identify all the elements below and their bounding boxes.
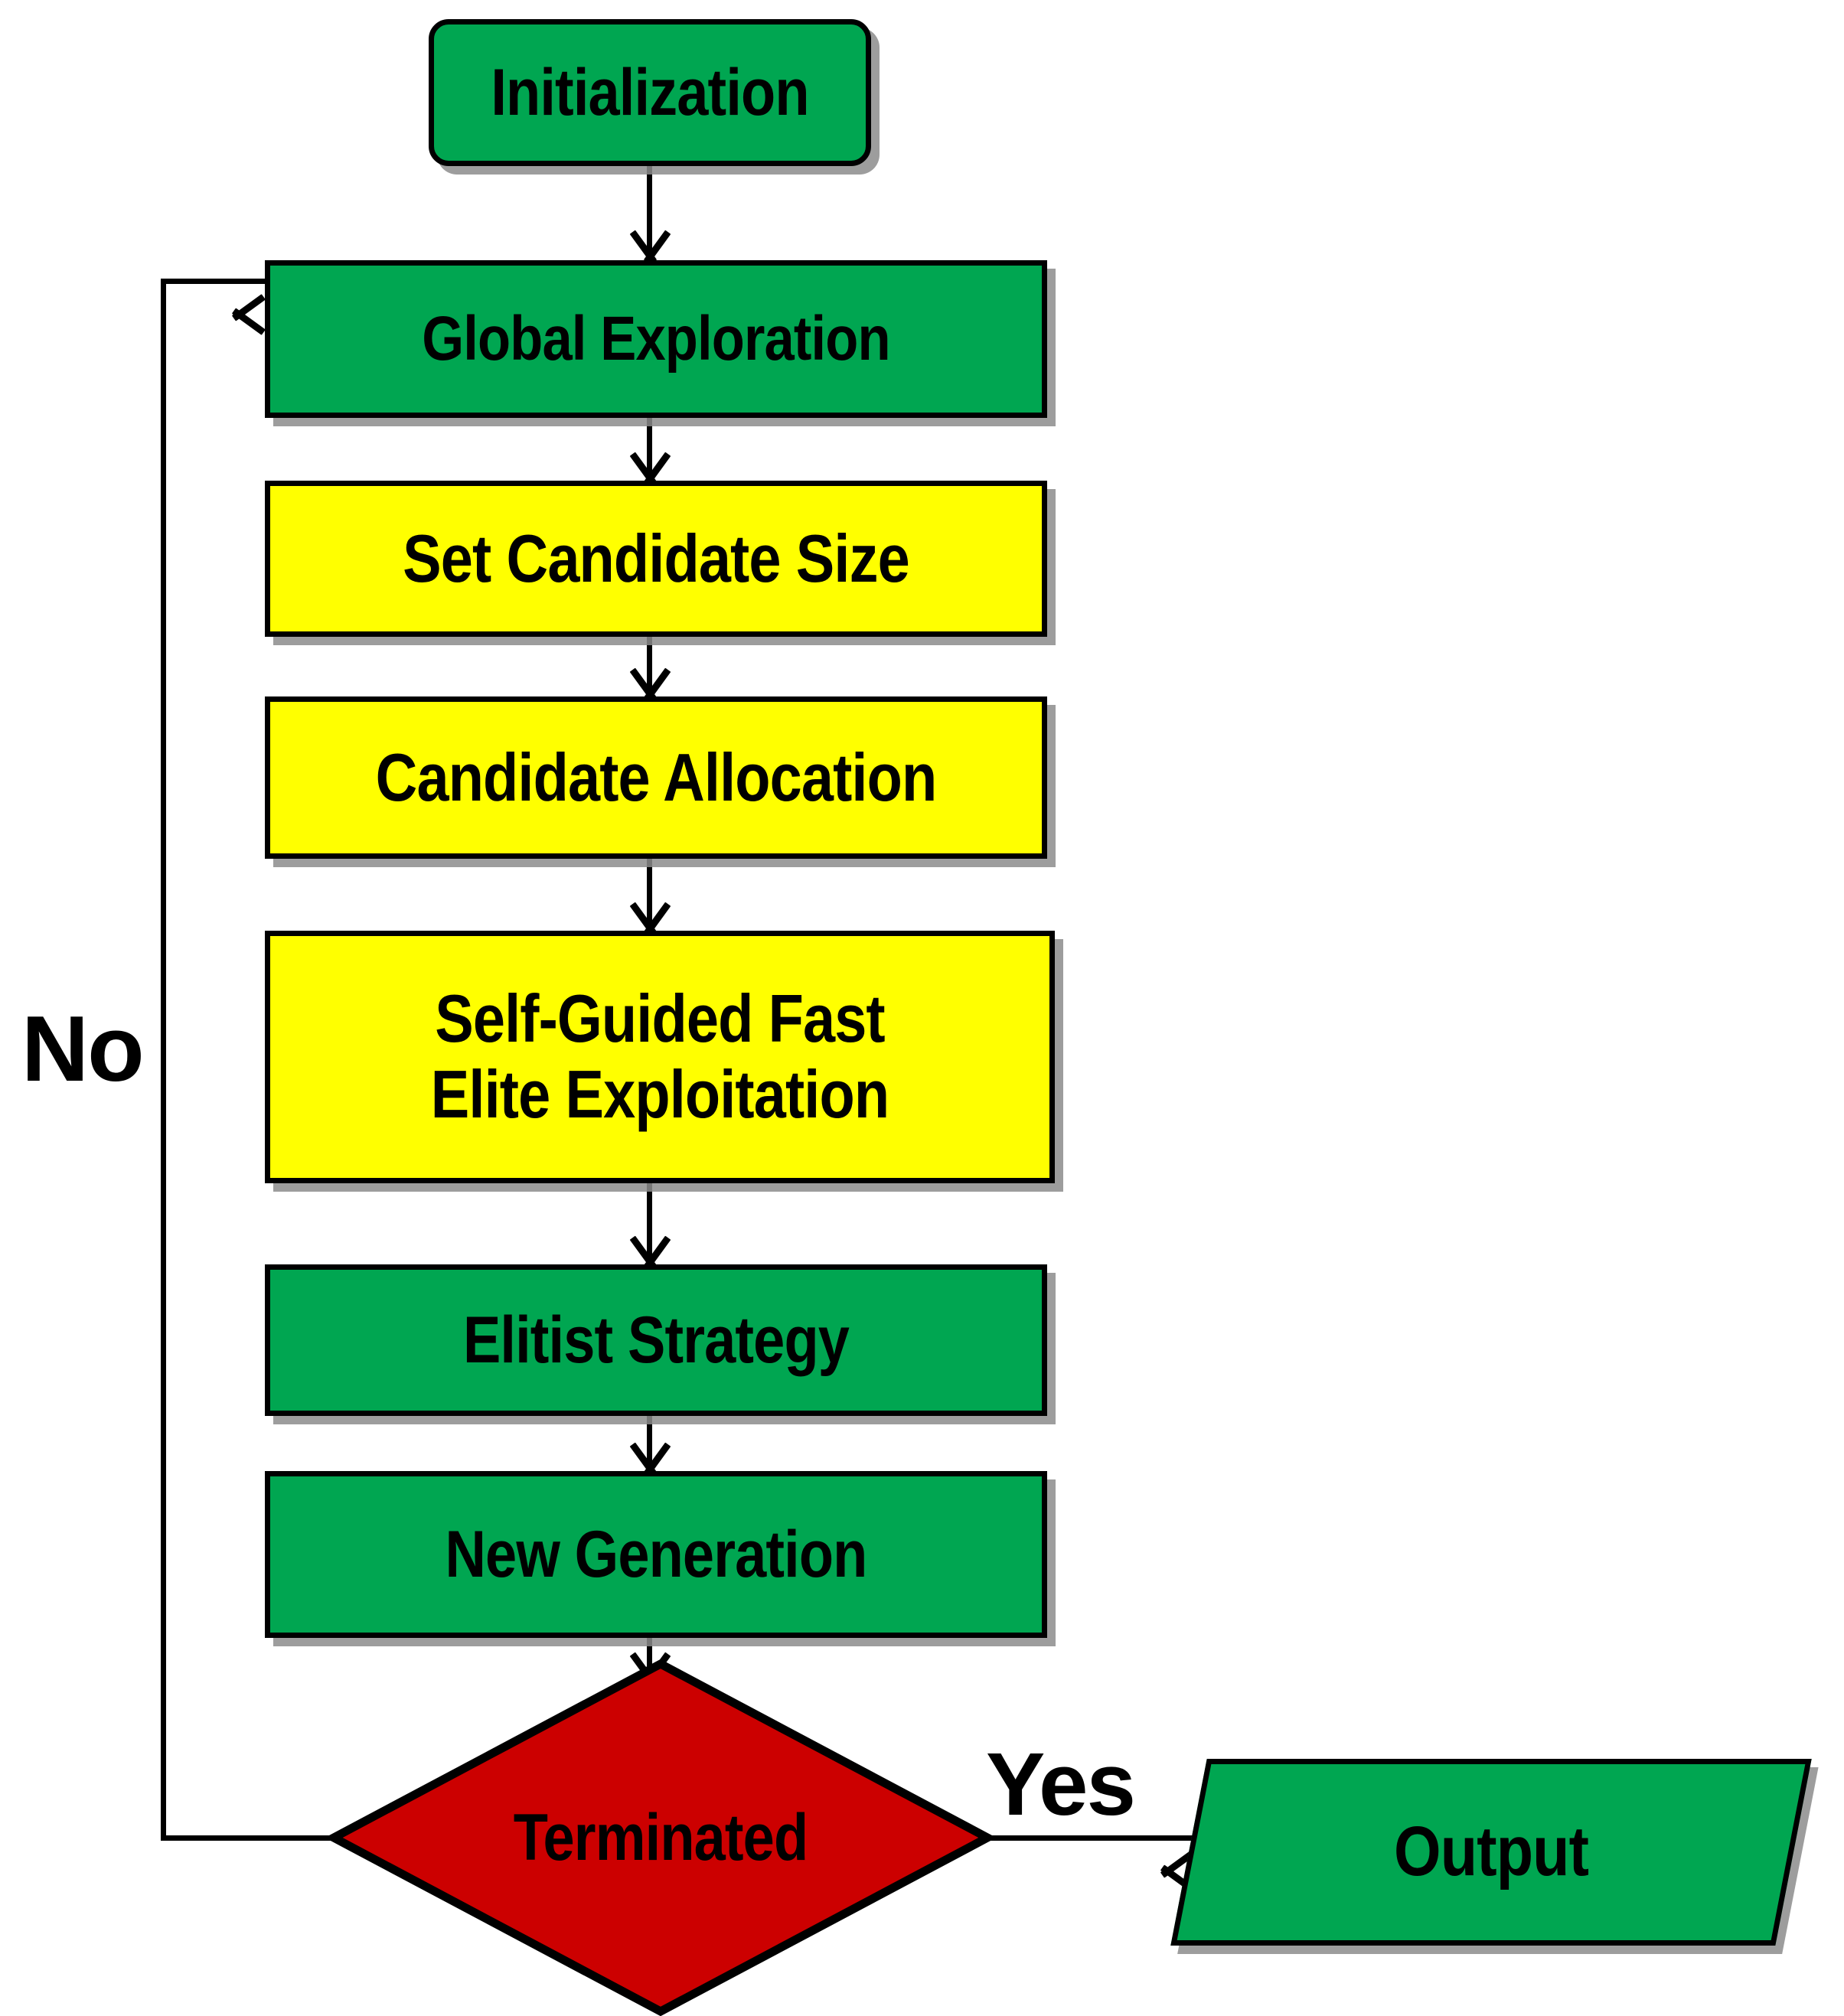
- edge-global-to-setsize: [647, 418, 652, 482]
- edge-label-yes: Yes: [986, 1734, 1136, 1834]
- diamond-shape: [329, 1659, 992, 2016]
- edge-elitist-to-newgen: [647, 1416, 652, 1473]
- node-terminated-label: Terminated: [513, 1800, 808, 1874]
- node-candidate-allocation[interactable]: Candidate Allocation: [265, 696, 1047, 859]
- edge-no-vertical: [161, 279, 166, 1841]
- edge-init-to-global: [647, 166, 652, 262]
- node-output[interactable]: Output: [1170, 1759, 1812, 1946]
- node-elitist-strategy-label: Elitist Strategy: [462, 1303, 850, 1377]
- node-set-candidate-size-label: Set Candidate Size: [403, 520, 909, 596]
- node-global-exploration[interactable]: Global Exploration: [265, 260, 1047, 418]
- edge-no-top-horizontal: [161, 279, 268, 284]
- edge-terminated-no-horizontal: [161, 1835, 333, 1841]
- edge-newgen-to-terminated: [647, 1638, 652, 1682]
- node-initialization[interactable]: Initialization: [429, 19, 871, 166]
- node-terminated[interactable]: Terminated: [329, 1659, 992, 2016]
- edge-label-no: No: [21, 997, 145, 1101]
- node-initialization-label: Initialization: [491, 55, 809, 129]
- edge-terminated-yes-to-output: [987, 1835, 1194, 1841]
- node-candidate-allocation-label: Candidate Allocation: [375, 739, 938, 815]
- edge-selfguided-to-elitist: [647, 1183, 652, 1266]
- node-self-guided-fast-elite-exploitation[interactable]: Self-Guided Fast Elite Exploitation: [265, 931, 1055, 1183]
- node-set-candidate-size[interactable]: Set Candidate Size: [265, 481, 1047, 637]
- node-new-generation-label: New Generation: [445, 1517, 867, 1591]
- node-elitist-strategy[interactable]: Elitist Strategy: [265, 1264, 1047, 1416]
- node-global-exploration-label: Global Exploration: [422, 304, 890, 374]
- node-new-generation[interactable]: New Generation: [265, 1471, 1047, 1638]
- edge-setsize-to-allocation: [647, 637, 652, 698]
- node-self-guided-fast-elite-exploitation-label: Self-Guided Fast Elite Exploitation: [430, 980, 889, 1132]
- node-output-label: Output: [1393, 1812, 1589, 1891]
- edge-allocation-to-selfguided: [647, 859, 652, 932]
